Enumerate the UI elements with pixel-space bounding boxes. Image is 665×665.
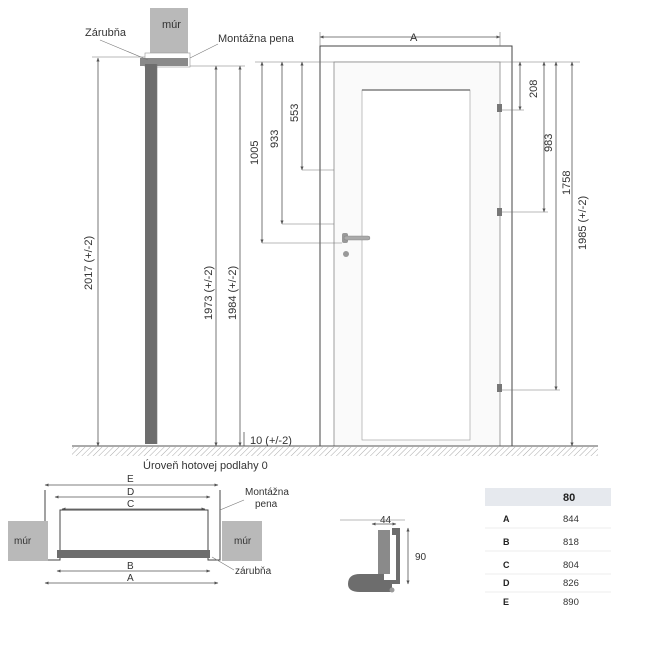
floor-hatch [72, 447, 598, 456]
dim-1984: 1984 (+/-2) [227, 266, 239, 320]
table-row-C: C 804 [485, 560, 611, 575]
profile-detail: 44 90 [340, 515, 427, 593]
table-key-D: D [503, 578, 510, 588]
frame-head [140, 58, 188, 66]
plan-wall-right-label: múr [234, 536, 252, 547]
profile-insert [378, 530, 390, 574]
door-elevation: A 1005 933 553 208 983 1758 1985 (+/-2) [249, 32, 589, 447]
plan-frame-label: zárubňa [235, 566, 272, 577]
dim-1005: 1005 [249, 141, 261, 165]
foam-leader [189, 43, 219, 59]
table-row-E: E 890 [503, 597, 579, 608]
dim-E: E [127, 474, 134, 485]
frame-label: Zárubňa [85, 27, 127, 39]
plan-foam-leader [219, 499, 245, 511]
plan-wall-right [222, 521, 262, 561]
floor: Úroveň hotovej podlahy 0 [72, 445, 598, 472]
dim-1973: 1973 (+/-2) [203, 266, 215, 320]
plan-foam-label-2: pena [255, 499, 278, 510]
dim-553: 553 [289, 104, 301, 122]
frame-leader [99, 39, 149, 61]
door-hinge-bottom [497, 384, 502, 392]
floor-label: Úroveň hotovej podlahy 0 [143, 459, 268, 472]
table-key-C: C [503, 560, 510, 570]
table-value-B: 818 [563, 537, 579, 548]
dim-B: B [127, 561, 134, 572]
table-key-E: E [503, 597, 509, 607]
dim-A-plan: A [127, 573, 134, 584]
plan-foam-label-1: Montážna [245, 487, 289, 498]
table-row-A: A 844 [485, 514, 611, 529]
door-hinge-mid [497, 208, 502, 216]
dim-1758: 1758 [561, 171, 573, 195]
profile-seal [389, 587, 395, 593]
table-key-A: A [503, 514, 510, 524]
wall-block-top [150, 8, 188, 53]
door-panel [361, 89, 471, 441]
table-key-B: B [503, 537, 510, 547]
dim-C: C [127, 499, 134, 510]
section-view: múr Zárubňa Montážna pena 2017 (+/-2) 19… [83, 8, 295, 447]
table-value-E: 890 [563, 597, 579, 608]
dim-208: 208 [528, 80, 540, 98]
dim-10: 10 (+/-2) [250, 435, 292, 447]
table-row-B: B 818 [485, 537, 611, 552]
table-value-A: 844 [563, 514, 579, 525]
dim-2017: 2017 (+/-2) [83, 236, 95, 290]
table-header-bg [485, 488, 611, 506]
door-keyhole [343, 251, 349, 257]
wall-label-top: múr [162, 19, 181, 31]
table-header: 80 [563, 492, 575, 504]
profile-shape [348, 528, 400, 592]
door-hinge-top [497, 104, 502, 112]
plan-leaf [57, 550, 210, 558]
foam-label: Montážna pena [218, 33, 295, 45]
plan-frame-leader [211, 556, 235, 571]
dimension-table: 80 A 844 B 818 C 804 D 826 E 890 [485, 488, 611, 608]
table-value-C: 804 [563, 560, 579, 571]
dim-D: D [127, 487, 134, 498]
plan-view: E D C múr múr B A Montážna pena zárubňa [8, 474, 289, 585]
dim-983: 983 [543, 134, 555, 152]
plan-wall-left-label: múr [14, 536, 32, 547]
dim-933: 933 [269, 130, 281, 148]
dim-44: 44 [380, 515, 392, 526]
door-handle-lever [343, 235, 371, 241]
frame-post [145, 64, 157, 444]
dim-A-top: A [410, 32, 418, 44]
dim-1985: 1985 (+/-2) [577, 196, 589, 250]
plan-wall-left [8, 521, 48, 561]
table-row-D: D 826 [485, 578, 611, 593]
table-value-D: 826 [563, 578, 579, 589]
dim-90: 90 [415, 552, 427, 563]
